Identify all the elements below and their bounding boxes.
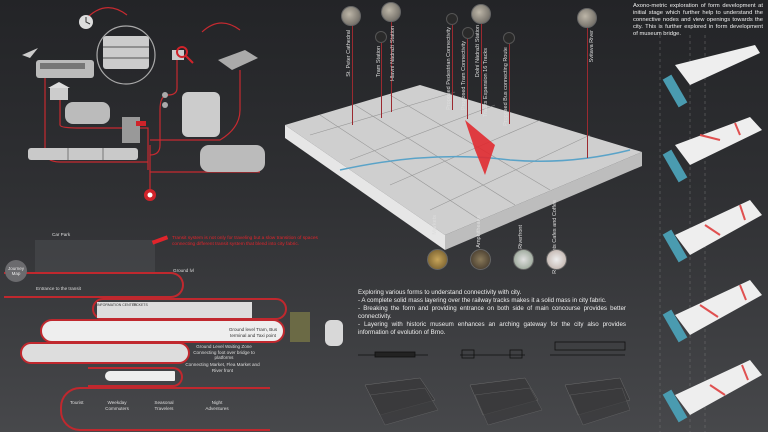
label-hlavni-station: Hlavní Nádraží Station — [390, 26, 396, 82]
label-tram-connectivity: Proposed Tram Connectivity — [461, 41, 467, 111]
transit-note: Transit system is not only for traveling… — [172, 236, 318, 247]
label-markets: Markets — [432, 215, 438, 235]
people-scene — [182, 92, 220, 137]
city-map-model — [285, 85, 642, 250]
user-commuters: Weekday Commuters — [105, 400, 129, 411]
waiting-label: Ground Level Waiting Zone Connecting foo… — [193, 344, 255, 360]
shop-scene — [200, 145, 265, 172]
diagram-2 — [662, 117, 762, 183]
train-icon — [105, 371, 175, 381]
cathedral-photo — [341, 6, 361, 26]
search-icon — [176, 46, 188, 58]
tram-icon — [462, 27, 474, 39]
form-sketches — [358, 341, 630, 426]
kiosk-scene — [290, 312, 310, 342]
info-center-label: INFORMATION CENTER — [97, 303, 137, 307]
train-icon — [28, 148, 138, 160]
exploration-text: Exploring various forms to understand co… — [358, 289, 626, 337]
tram-bus-label: Ground level Tram, Bus terminal and Taxi… — [228, 327, 278, 338]
label-bus-route: Proposed Bus connecting Route — [503, 47, 509, 126]
user-night: Night Adventures — [205, 400, 229, 411]
lane-ground — [4, 272, 184, 298]
lane-waiting — [20, 342, 190, 364]
market-label: Connecting Market, Flea Market and River… — [185, 362, 260, 373]
axono-note: Axono-metric exploration of form develop… — [633, 3, 763, 37]
diagram-4 — [662, 280, 762, 343]
label-amphitheatre: Amphitheatre — [476, 215, 482, 248]
colosseum-ring — [96, 25, 156, 85]
amphitheatre-photo — [470, 249, 491, 270]
museum-icon — [50, 88, 68, 100]
label-st-peter: St. Peter Cathedral — [346, 30, 352, 77]
label-dolni-station: Dolní Nádraží Station — [475, 25, 481, 78]
tickets-label: TICKETS — [133, 303, 148, 307]
user-seasonal: Seasonal Travelers — [154, 400, 174, 411]
gear-icon — [162, 92, 168, 98]
label-svitava: Svitava River — [589, 30, 595, 63]
station-photo — [381, 2, 401, 22]
connectivity-infographic — [22, 7, 265, 201]
dolni-station-photo — [471, 4, 491, 24]
paper-plane-icon — [22, 48, 38, 58]
market-scene — [65, 102, 110, 124]
label-tram-station: Tram Station — [376, 46, 382, 78]
river-photo — [577, 8, 597, 28]
tram-icon — [375, 31, 387, 43]
riverfront-photo — [513, 249, 534, 270]
car-park-label: Car Park — [52, 232, 71, 237]
label-riverfront: Riverfront — [518, 225, 524, 249]
label-pedestrian: Proposed Pedestrian Connectivity — [446, 27, 452, 110]
axonometric-diagrams — [659, 35, 762, 432]
exploration-point: - A complete solid mass layering over th… — [358, 297, 607, 304]
diagram-3 — [662, 200, 762, 263]
travelers-icon — [122, 117, 140, 143]
tram-icon — [325, 320, 343, 346]
proposed-bridge — [465, 120, 495, 175]
colosseum-icon — [103, 36, 149, 69]
lane-platform — [88, 367, 183, 387]
exploration-title: Exploring various forms to understand co… — [358, 289, 522, 296]
journey-map: Car Park Transit system is not only for … — [0, 220, 343, 432]
diagram-5 — [662, 360, 762, 423]
gear-icon — [162, 102, 168, 108]
entrance-label: Entrance to the transit — [36, 286, 81, 291]
bus-icon — [503, 32, 515, 44]
user-tourist: Tourist — [70, 400, 84, 405]
label-tracks: Tracks Expansion 16 Tracks — [483, 48, 489, 117]
river — [339, 149, 631, 171]
kiosk-icon — [218, 50, 258, 70]
exploration-point: - Layering with historic museum enhances… — [358, 321, 626, 336]
lane-users — [60, 387, 270, 431]
journey-map-badge: Journey Map — [5, 260, 27, 282]
diagram-1 — [662, 45, 760, 108]
restaurants-photo — [546, 249, 567, 270]
ground-lvl-label: Ground lvl — [173, 268, 194, 273]
markets-photo — [427, 249, 448, 270]
exploration-point: - Breaking the form and providing entran… — [358, 305, 626, 320]
pedestrian-icon — [446, 13, 458, 25]
